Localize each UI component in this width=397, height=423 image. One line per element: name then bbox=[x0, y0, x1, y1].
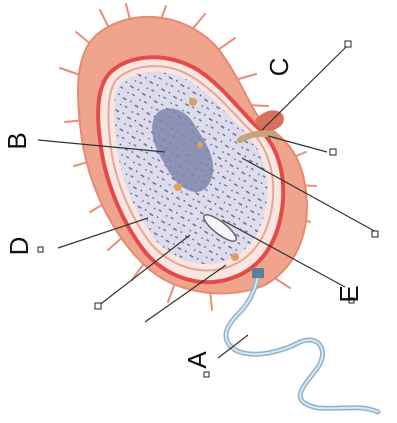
label-e: E bbox=[334, 285, 364, 302]
label-c: C bbox=[264, 58, 294, 77]
label-a: A bbox=[182, 351, 212, 369]
basal-body bbox=[252, 268, 264, 278]
label-b: B bbox=[2, 132, 32, 149]
label-d: D bbox=[4, 237, 34, 256]
